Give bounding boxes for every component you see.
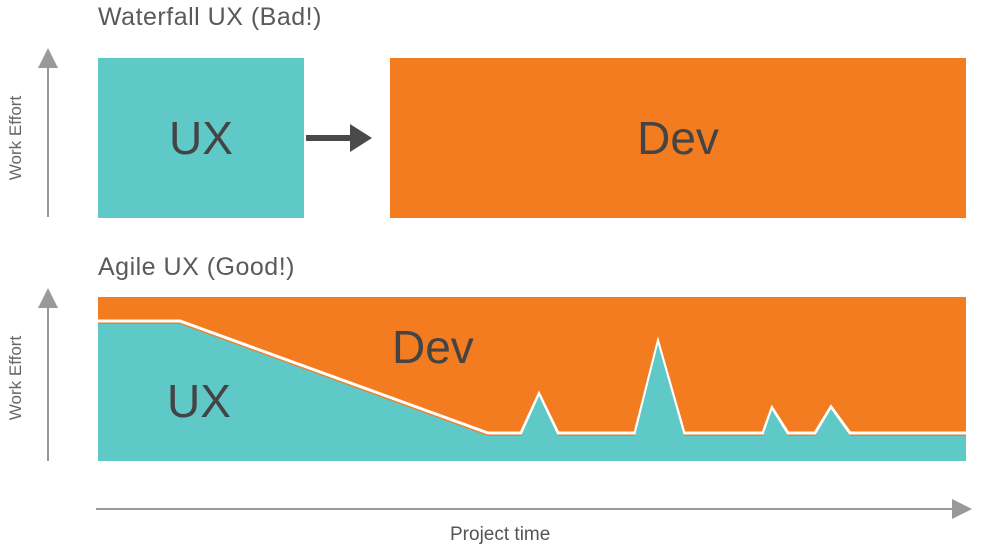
x-axis-label: Project time: [450, 524, 551, 545]
agile-dev-label: Dev: [392, 321, 474, 373]
waterfall-title: Waterfall UX (Bad!): [98, 3, 322, 31]
waterfall-ux-label: UX: [169, 112, 233, 164]
agile-y-label: Work Effort: [6, 335, 26, 421]
waterfall-dev-block: [390, 58, 966, 218]
agile-title: Agile UX (Good!): [98, 253, 295, 281]
agile-divider-line: [98, 319, 966, 435]
agile-ux-area: [98, 324, 966, 461]
waterfall-y-label: Work Effort: [6, 95, 26, 181]
arrow-head-icon: [350, 124, 372, 152]
waterfall-dev-label: Dev: [637, 112, 719, 164]
agile-ux-label: UX: [167, 375, 231, 427]
waterfall-ux-block: [98, 58, 304, 218]
